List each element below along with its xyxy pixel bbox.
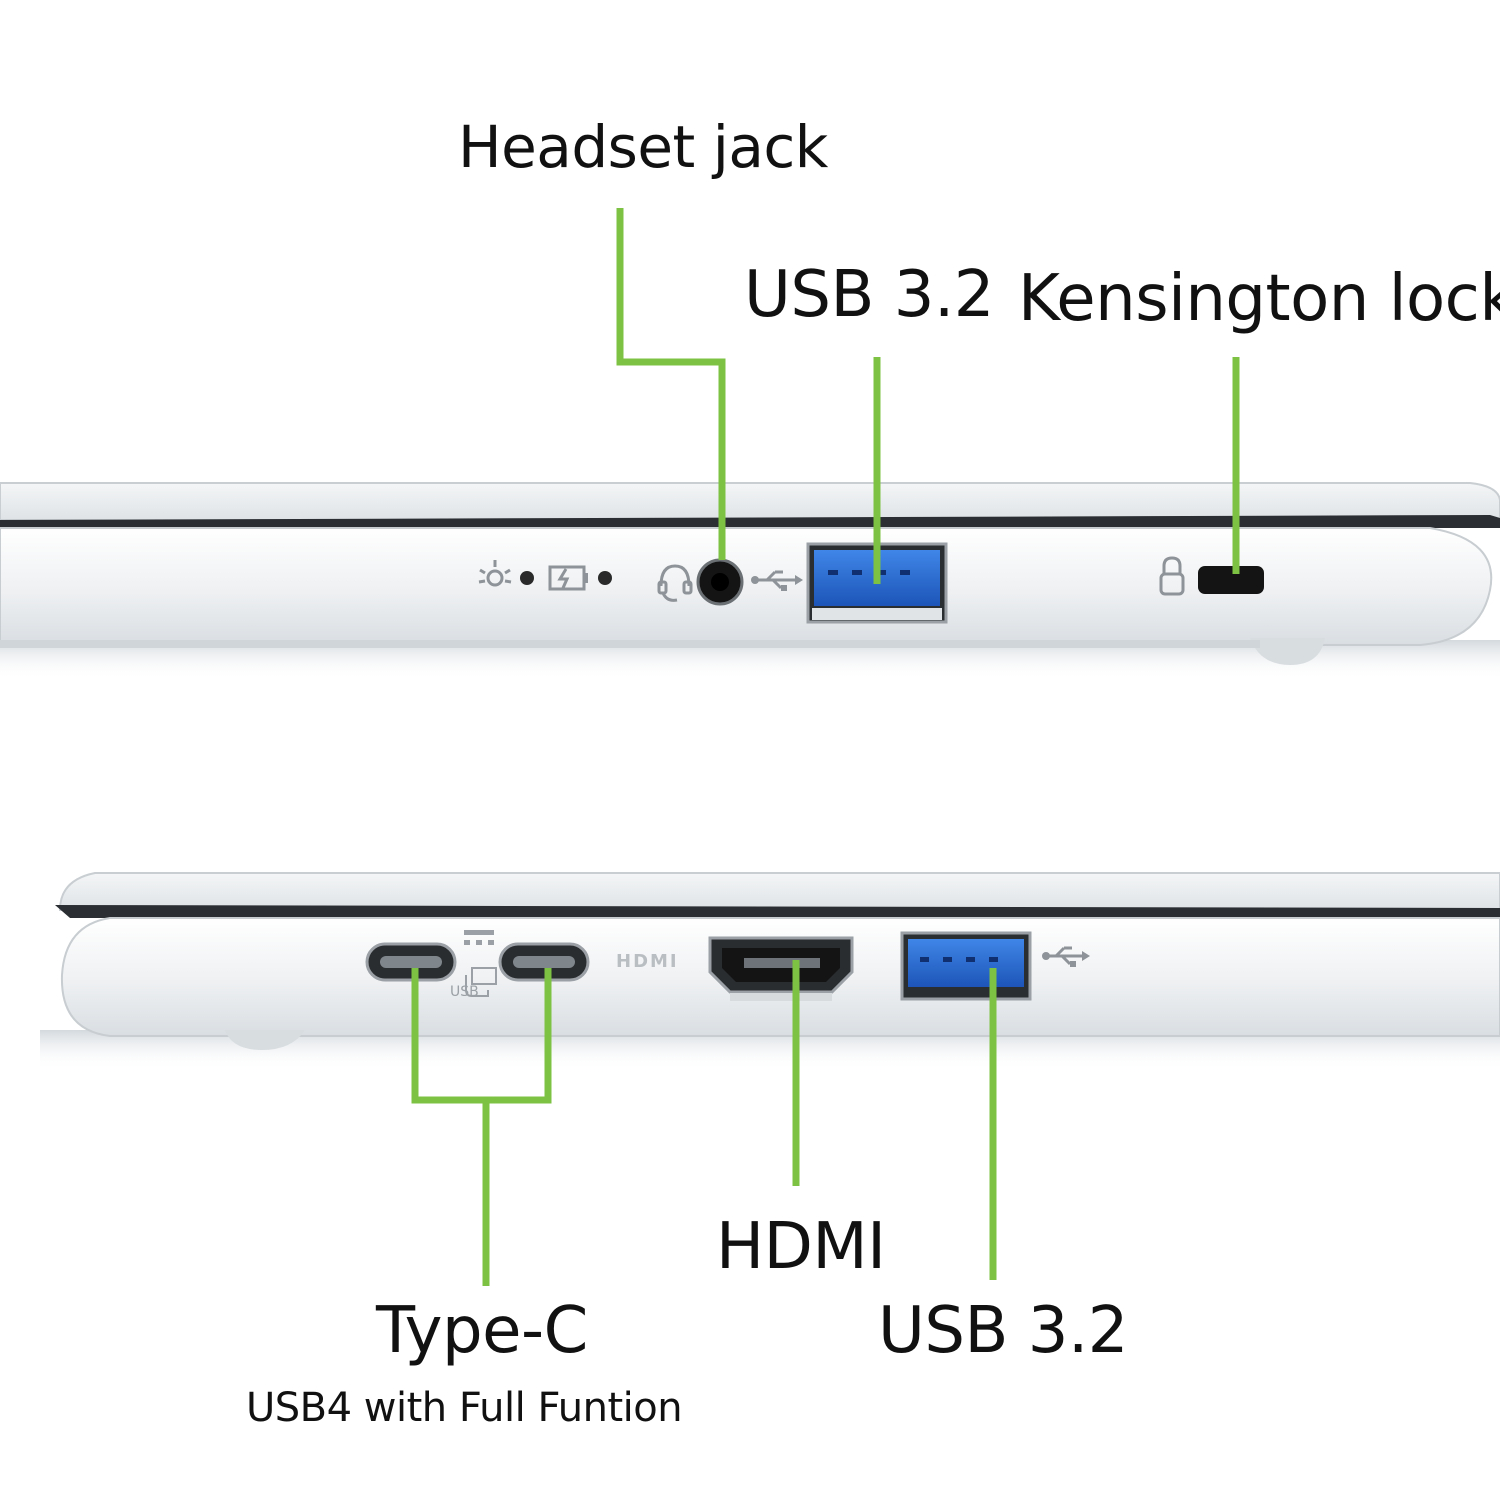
type-c-port-1 xyxy=(365,942,457,982)
headset-icon xyxy=(657,564,693,602)
label-headset-jack: Headset jack xyxy=(458,113,828,181)
callout-lines xyxy=(411,208,1240,1286)
lock-icon xyxy=(1159,556,1185,596)
thunderbolt-icon xyxy=(464,930,494,945)
label-type-c: Type-C xyxy=(376,1294,588,1368)
battery-led xyxy=(598,571,612,585)
label-type-c-sub: USB4 with Full Funtion xyxy=(246,1385,683,1431)
svg-text:USB: USB xyxy=(450,984,479,1000)
status-led xyxy=(520,571,534,585)
battery-icon xyxy=(548,565,588,591)
label-hdmi: HDMI xyxy=(716,1210,886,1284)
label-usb-bottom: USB 3.2 xyxy=(878,1294,1129,1368)
hdmi-port xyxy=(708,936,854,1001)
kensington-lock-slot xyxy=(1198,566,1264,594)
label-usb-top: USB 3.2 xyxy=(744,258,995,332)
usb-a-port-bottom xyxy=(900,931,1032,1001)
headset-jack-hole xyxy=(711,573,729,591)
usb-logo: USB xyxy=(450,967,497,1000)
usb-icon xyxy=(751,570,803,591)
hdmi-marking: HDMI xyxy=(616,951,679,972)
type-c-port-2 xyxy=(498,942,590,982)
laptop-right-side xyxy=(0,482,1500,680)
light-icon xyxy=(478,560,512,587)
callout-type-c xyxy=(411,968,552,1104)
callout-headset xyxy=(616,208,726,560)
label-kensington-lock: Kensington lock xyxy=(1018,262,1500,336)
usb-icon xyxy=(1042,946,1090,967)
